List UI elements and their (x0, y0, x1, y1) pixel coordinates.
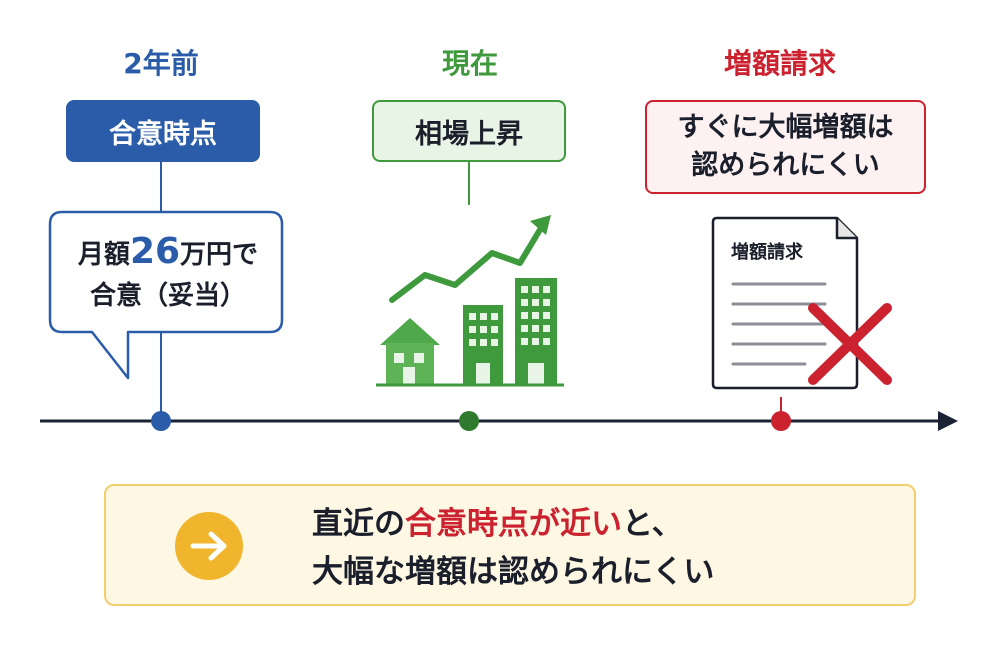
summary-line1-b: と、 (622, 506, 683, 542)
trend-up-arrow-icon (389, 220, 547, 303)
request-marker (771, 411, 791, 431)
now-title: 現在 (441, 47, 498, 80)
bubble-line1: 月額26万円で (52, 226, 284, 278)
red-x-icon (808, 303, 892, 385)
past-marker (151, 411, 171, 431)
now-marker (459, 411, 479, 431)
summary-highlight: 合意時点が近い (405, 506, 622, 542)
past-label-box: 合意時点 (66, 100, 260, 162)
past-title: 2年前 (123, 47, 199, 80)
summary-line2: 大幅な増額は認められにくい (312, 554, 715, 591)
past-label: 合意時点 (109, 118, 217, 150)
summary-text: 直近の合意時点が近いと、 大幅な増額は認められにくい (312, 500, 872, 596)
summary-line1: 直近の合意時点が近いと、 (312, 500, 872, 548)
summary-line1-a: 直近の (312, 506, 405, 542)
bubble-text: 月額26万円で 合意（妥当） (52, 226, 284, 316)
house-and-buildings-icon (376, 215, 564, 387)
now-label-box: 相場上昇 (372, 100, 566, 162)
arrow-right-circle-icon (175, 512, 243, 580)
bubble-suffix: 万円で (180, 240, 259, 270)
request-label-box: すぐに大幅増額は 認められにくい (645, 100, 926, 194)
bubble-amount: 26 (129, 231, 181, 272)
request-label-line2: 認められにくい (691, 150, 880, 181)
document-icon (711, 216, 892, 390)
document-title: 増額請求 (731, 242, 803, 263)
now-label: 相場上昇 (415, 118, 523, 150)
request-label-line1: すぐに大幅増額は (677, 112, 894, 144)
bubble-prefix: 月額 (77, 240, 130, 270)
request-title: 増額請求 (723, 47, 836, 80)
bubble-line2: 合意（妥当） (89, 281, 246, 312)
